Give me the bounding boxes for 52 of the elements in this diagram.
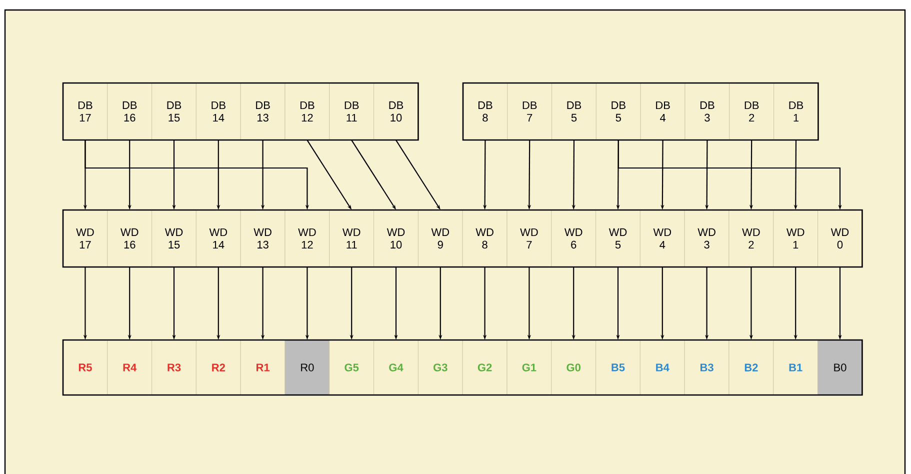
data-bit-cell: DB 3 xyxy=(684,82,730,140)
color-bit-cell: B2 xyxy=(728,340,774,396)
color-bit-cell: R0 xyxy=(284,340,330,396)
data-bit-cell: DB 1 xyxy=(774,82,818,140)
color-bit-cell: R5 xyxy=(62,340,108,396)
write-data-cell: WD 1 xyxy=(773,210,818,268)
write-data-cell: WD 5 xyxy=(596,210,640,268)
color-bit-cell: B3 xyxy=(684,340,730,396)
color-bit-cell: R4 xyxy=(107,340,152,396)
write-data-cell: WD 7 xyxy=(506,210,552,268)
write-data-cell: WD 4 xyxy=(640,210,685,268)
color-bit-cell: G2 xyxy=(462,340,508,396)
write-data-cell: WD 11 xyxy=(329,210,374,268)
data-bit-cell: DB 5 xyxy=(596,82,641,140)
write-data-cell: WD 17 xyxy=(62,210,108,268)
color-bit-cell: B5 xyxy=(596,340,640,396)
data-bit-cell: DB 2 xyxy=(729,82,774,140)
color-bit-cell: B1 xyxy=(773,340,818,396)
data-bit-cell: DB 16 xyxy=(107,82,152,140)
color-bit-cell: G1 xyxy=(506,340,552,396)
write-data-cell: WD 3 xyxy=(684,210,730,268)
data-bit-cell: DB 17 xyxy=(62,82,108,140)
color-bit-cell: B0 xyxy=(818,340,862,396)
color-bit-cell: R3 xyxy=(152,340,196,396)
color-bit-cell: G3 xyxy=(418,340,463,396)
color-bit-cell: G0 xyxy=(551,340,596,396)
write-data-cell: WD 9 xyxy=(418,210,463,268)
color-bit-cell: R2 xyxy=(196,340,241,396)
color-bit-cell: R1 xyxy=(240,340,286,396)
data-bit-cell: DB 12 xyxy=(284,82,330,140)
write-data-cell: WD 12 xyxy=(284,210,330,268)
data-bit-cell: DB 14 xyxy=(196,82,241,140)
data-bit-cell: DB 8 xyxy=(462,82,508,140)
data-bit-cell: DB 7 xyxy=(507,82,552,140)
data-bit-cell: DB 13 xyxy=(240,82,286,140)
data-bit-cell: DB 10 xyxy=(374,82,418,140)
write-data-cell: WD 13 xyxy=(240,210,286,268)
data-bit-cell: DB 5 xyxy=(552,82,596,140)
color-bit-cell: G5 xyxy=(329,340,374,396)
data-bit-cell: DB 15 xyxy=(152,82,196,140)
data-bit-cell: DB 11 xyxy=(329,82,374,140)
write-data-cell: WD 0 xyxy=(818,210,862,268)
color-bit-cell: G4 xyxy=(374,340,418,396)
write-data-cell: WD 8 xyxy=(462,210,508,268)
write-data-cell: WD 6 xyxy=(551,210,596,268)
write-data-cell: WD 16 xyxy=(107,210,152,268)
write-data-cell: WD 10 xyxy=(374,210,418,268)
data-bit-cell: DB 4 xyxy=(640,82,686,140)
color-bit-cell: B4 xyxy=(640,340,685,396)
write-data-cell: WD 15 xyxy=(152,210,196,268)
write-data-cell: WD 14 xyxy=(196,210,241,268)
write-data-cell: WD 2 xyxy=(728,210,774,268)
